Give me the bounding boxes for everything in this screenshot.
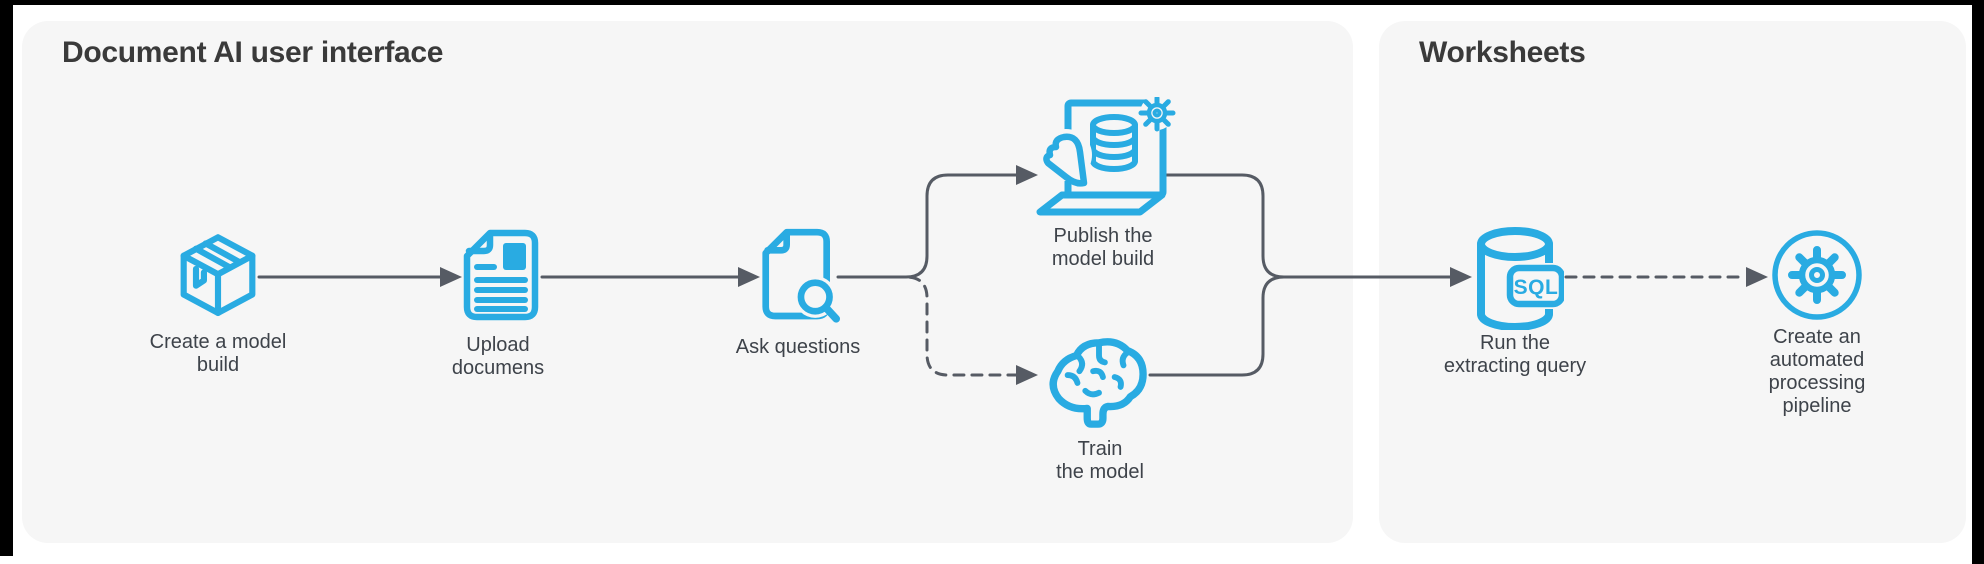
node-upload-documents (463, 229, 539, 321)
gear-circle-icon (1772, 230, 1862, 320)
document-icon (463, 229, 539, 321)
node-run-extracting-query: SQL (1476, 226, 1564, 330)
database-sql-icon: SQL (1477, 227, 1564, 330)
node-create-pipeline (1771, 229, 1863, 321)
node-ask-questions (760, 228, 840, 324)
connector-ask-to-train (854, 275, 1018, 377)
label-run-extracting-query: Run the extracting query (1443, 332, 1587, 377)
panel-document-ai (22, 21, 1353, 543)
label-train-model: Train the model (1056, 438, 1144, 483)
arrowhead-publish (1016, 165, 1038, 185)
label-publish-model-build: Publish the model build (1051, 225, 1155, 270)
arrowhead-pipeline (1746, 267, 1768, 287)
node-train-model (1046, 332, 1152, 430)
sql-badge-text: SQL (1514, 276, 1559, 299)
connector-train-to-sql (1148, 275, 1286, 377)
node-publish-model-build (1036, 97, 1176, 217)
document-search-icon (762, 228, 840, 323)
arrowhead-sql (1450, 267, 1472, 287)
connector-publish-to-sql (1164, 173, 1452, 279)
label-ask-questions: Ask questions (735, 336, 861, 358)
arrowhead-upload (440, 267, 462, 287)
laptop-database-gear-icon (1036, 97, 1176, 216)
connector-ask-to-publish (836, 173, 1018, 279)
screen-edge-right (1972, 0, 1984, 564)
node-create-model-build (174, 232, 262, 320)
arrowhead-train (1016, 365, 1038, 385)
label-create-pipeline: Create an automated processing pipeline (1768, 326, 1866, 417)
panel-title-document-ai: Document AI user interface (62, 36, 444, 69)
package-icon (180, 234, 256, 317)
arrowhead-ask (738, 267, 760, 287)
label-upload-documents: Upload documens (451, 334, 545, 379)
panel-worksheets (1379, 21, 1966, 543)
panel-title-worksheets: Worksheets (1419, 36, 1586, 69)
brain-icon (1049, 338, 1147, 428)
screen-edge-left (0, 0, 13, 556)
label-create-model-build: Create a model build (149, 331, 287, 376)
screen-edge-top (0, 0, 1984, 5)
